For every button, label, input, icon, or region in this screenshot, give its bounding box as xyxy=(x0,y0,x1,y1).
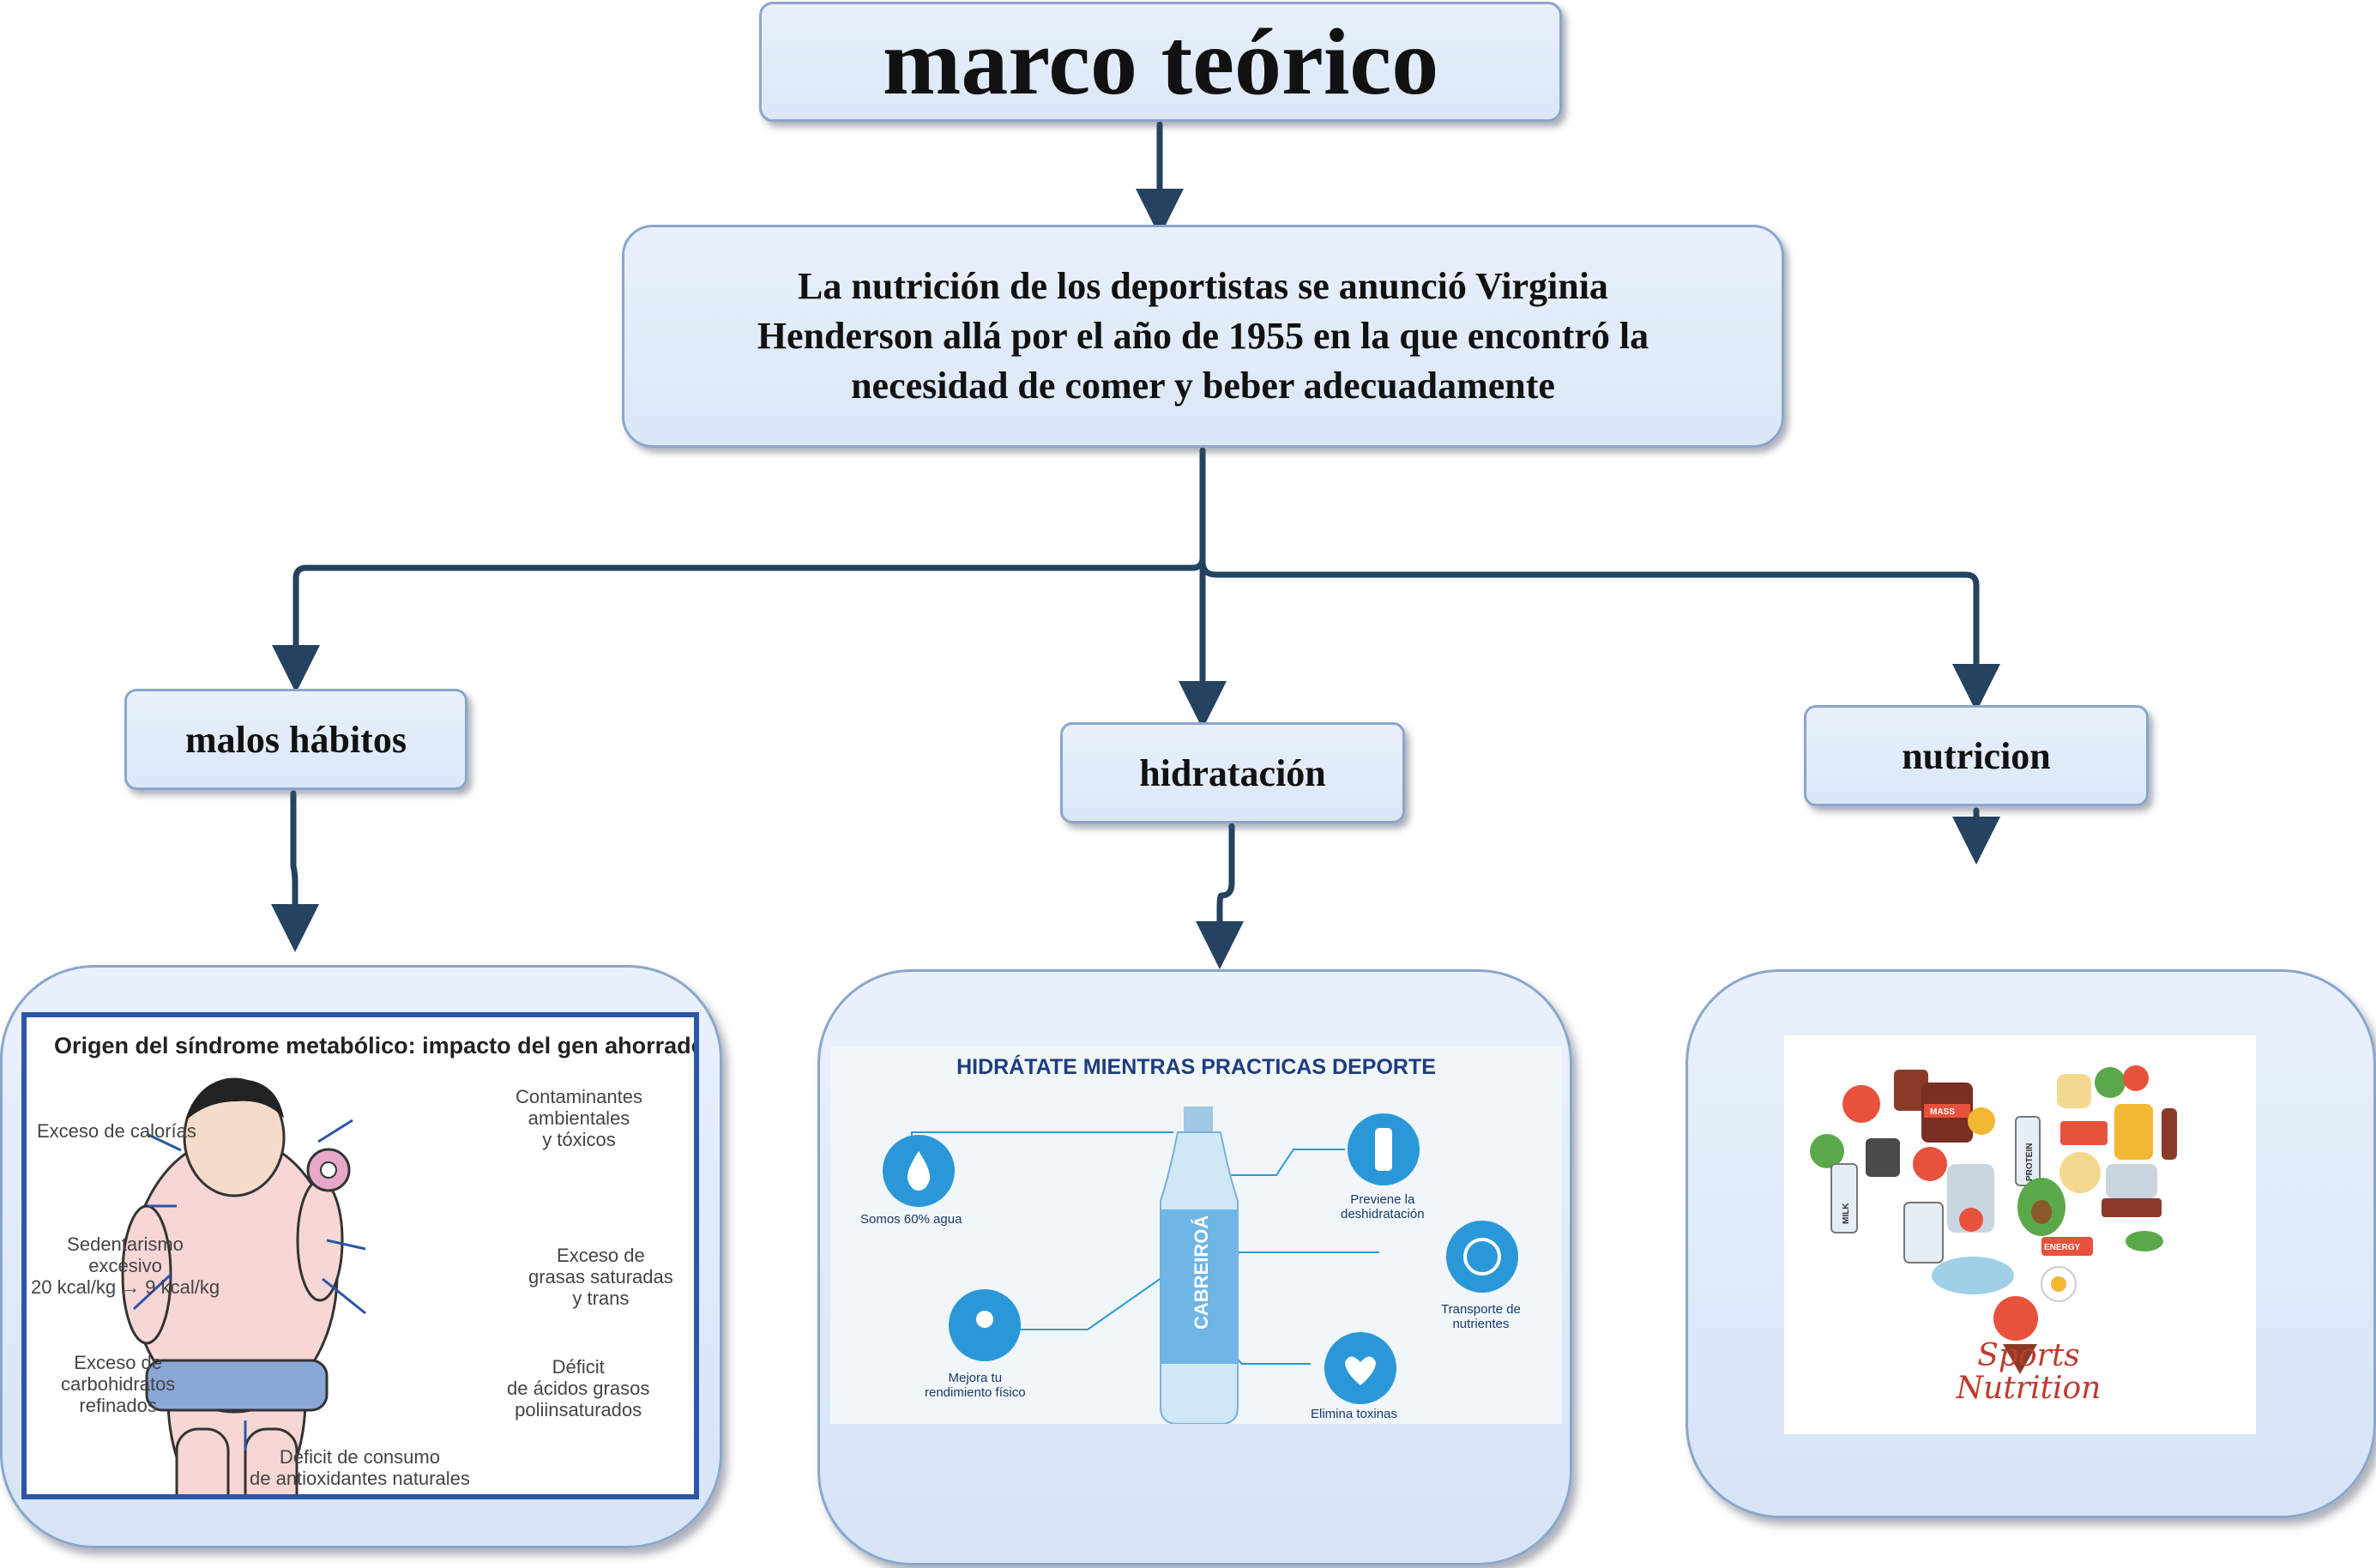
label-rendimiento: Mejora tu rendimiento físico xyxy=(925,1371,1026,1400)
label-sedentarismo: Sedentarismo excesivo 20 kcal/kg → 9 kca… xyxy=(31,1233,220,1298)
label-acidos: Déficit de ácidos grasos poliinsaturados xyxy=(507,1356,650,1420)
molecule-icon xyxy=(1446,1221,1518,1293)
tag-mass: MASS xyxy=(1930,1107,1955,1117)
connector-to-malos-habitos xyxy=(272,554,1206,693)
connector-to-nutricion xyxy=(1199,558,2000,712)
connector-malos-panel xyxy=(271,790,319,952)
label-transporte: Transporte de nutrientes xyxy=(1441,1302,1521,1331)
metabolic-syndrome-infographic: Origen del síndrome metabólico: impacto … xyxy=(21,1012,699,1499)
label-contaminantes: Contaminantes ambientales y tóxicos xyxy=(516,1086,642,1150)
sports-nutrition-image: MASS PROTEIN MILK ENERGY Sports Nutritio… xyxy=(1784,1035,2256,1434)
hydration-title: HIDRÁTATE MIENTRAS PRACTICAS DEPORTE xyxy=(956,1055,1436,1079)
blue-shorts xyxy=(145,1359,329,1412)
category-hidratacion: hidratación xyxy=(1060,722,1405,823)
category-malos-habitos: malos hábitos xyxy=(124,689,467,790)
root-title: marco teórico xyxy=(882,9,1439,114)
label-agua: Somos 60% agua xyxy=(860,1212,962,1227)
category-label: malos hábitos xyxy=(185,718,407,761)
label-grasas: Exceso de grasas saturadas y trans xyxy=(528,1245,673,1309)
category-label: hidratación xyxy=(1139,751,1326,794)
water-bottle xyxy=(1160,1107,1239,1424)
label-calorias: Exceso de calorías xyxy=(37,1120,196,1142)
label-carbohidratos: Exceso de carbohidratos refinados xyxy=(61,1352,176,1416)
sports-nutrition-caption: Sports Nutrition xyxy=(1956,1338,2102,1406)
definition-text: La nutrición de los deportistas se anunc… xyxy=(757,265,1649,407)
bottle-brand: CABREIROÁ xyxy=(1191,1215,1212,1330)
category-label: nutricion xyxy=(1902,734,2051,777)
hydration-infographic: HIDRÁTATE MIENTRAS PRACTICAS DEPORTE CAB… xyxy=(830,1046,1562,1424)
tag-protein: PROTEIN xyxy=(2025,1143,2035,1181)
connector-hidratacion-panel xyxy=(1196,823,1244,969)
hair xyxy=(186,1078,284,1120)
tag-milk: MILK xyxy=(1842,1203,1851,1224)
definition-node: La nutrición de los deportistas se anunc… xyxy=(622,225,1784,448)
label-deshidratacion: Previene la deshidratación xyxy=(1341,1192,1425,1221)
overweight-man-illustration xyxy=(121,1077,366,1494)
root-title-node: marco teórico xyxy=(759,2,1562,122)
tag-energy: ENERGY xyxy=(2044,1243,2081,1252)
label-antioxidantes: Déficit de consumo de antioxidantes natu… xyxy=(250,1446,470,1489)
hydration-graphics: CABREIROÁ xyxy=(883,1107,1518,1424)
label-toxinas: Elimina toxinas xyxy=(1311,1407,1397,1421)
category-nutricion: nutricion xyxy=(1804,705,2149,806)
food-heart-illustration: MASS PROTEIN MILK ENERGY xyxy=(1810,1065,2177,1374)
infographic-title: Origen del síndrome metabólico: impacto … xyxy=(54,1033,699,1058)
